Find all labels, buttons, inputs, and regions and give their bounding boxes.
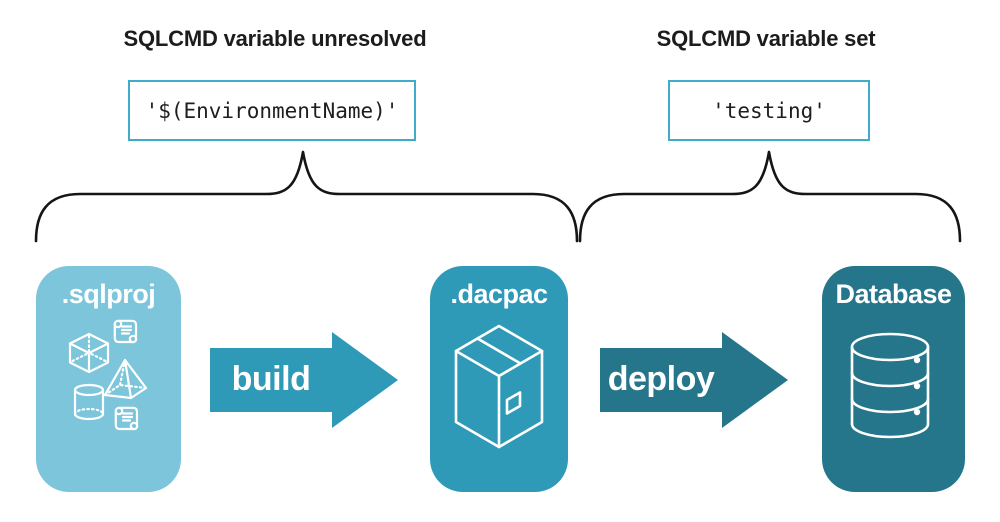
node-dacpac: .dacpac (430, 266, 568, 492)
package-box-icon (454, 324, 544, 449)
database-cylinder-icon (850, 332, 930, 439)
heading-sqlcmd-set: SQLCMD variable set (656, 26, 876, 51)
pyramid-icon (103, 358, 148, 400)
node-dacpac-label: .dacpac (450, 279, 548, 309)
node-database: Database (822, 266, 965, 492)
sqlcmd-variable-placeholder-text: '$(EnvironmentName)' (145, 98, 399, 123)
deploy-arrow-label: deploy (607, 360, 715, 398)
cube-icon (68, 332, 110, 374)
node-sqlproj-label: .sqlproj (61, 279, 156, 309)
build-arrow (210, 332, 398, 428)
node-database-label: Database (835, 279, 952, 309)
heading-sqlcmd-unresolved: SQLCMD variable unresolved (123, 26, 427, 51)
right-brace (578, 150, 962, 243)
deploy-arrow (600, 332, 788, 428)
node-sqlproj: .sqlproj (36, 266, 181, 492)
sql-objects-icon (68, 319, 148, 431)
cylinder-icon (73, 383, 105, 421)
sqlcmd-variable-value-text: 'testing' (712, 98, 826, 123)
left-brace (34, 150, 579, 243)
value-box-set: 'testing' (668, 80, 870, 141)
value-box-unresolved: '$(EnvironmentName)' (128, 80, 416, 141)
build-arrow-label: build (231, 360, 311, 398)
